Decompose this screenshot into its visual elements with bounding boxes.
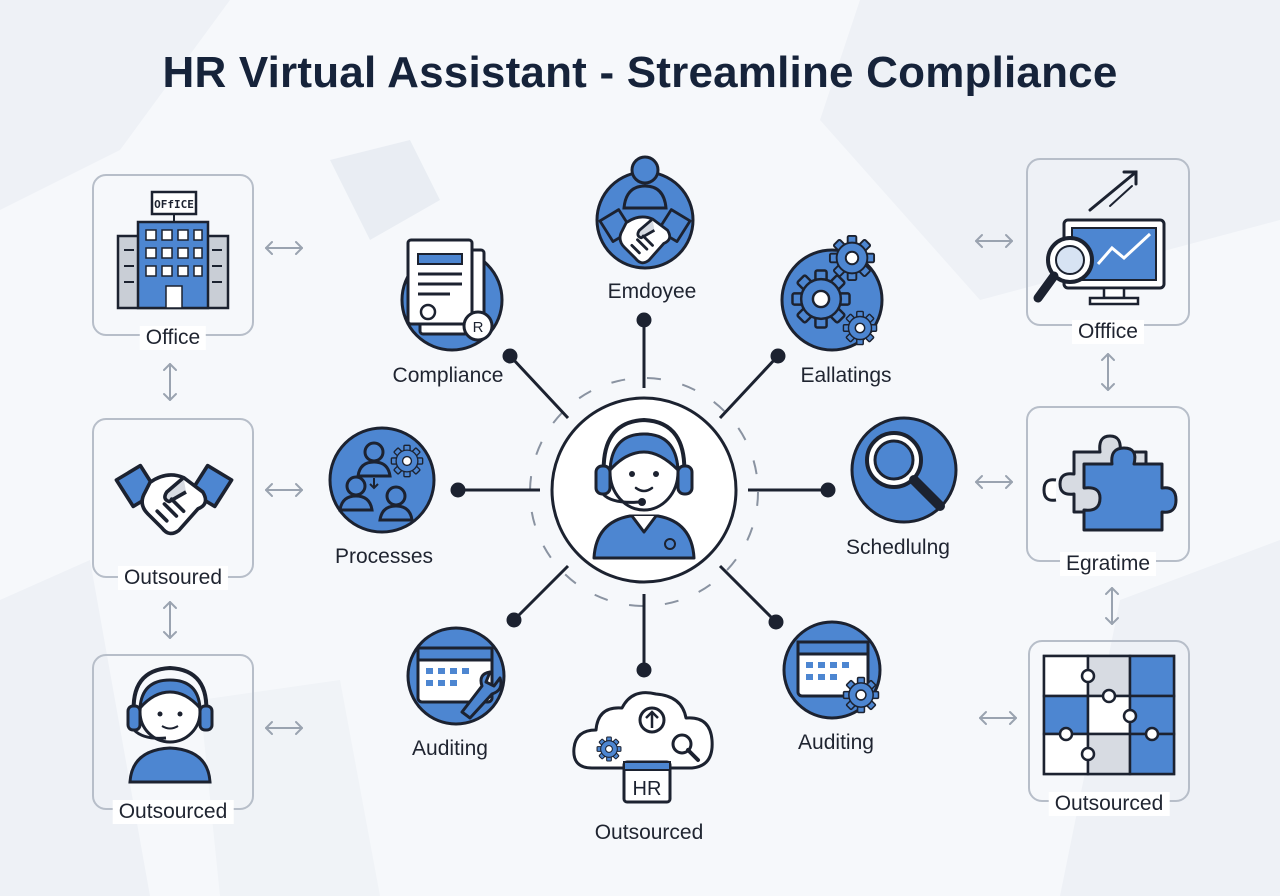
label-schedluing: Schedlulng [846,536,950,559]
left-box-outsoured[interactable]: Outsoured [92,418,254,590]
puzzle-grid-icon [1042,654,1176,776]
right-box-offfice[interactable]: Offfice [1026,158,1190,344]
node-schedluing[interactable] [850,416,958,524]
orbit-ring [529,377,759,607]
office-building-icon: OFfICE [116,190,230,310]
label-outsourced-bottom: Outsourced [594,821,704,844]
label-processes: Processes [334,545,434,568]
calendar-wrench-icon [416,646,503,720]
label-auditing-right: Auditing [798,731,874,754]
label-employee: Emdoyee [607,280,697,303]
puzzle-pieces-icon [1042,434,1178,532]
right-box-outsourced-label: Outsourced [1048,792,1170,816]
label-auditing-left: Auditing [412,737,488,760]
svg-text:R: R [473,319,484,336]
hr-cloud-icon: HR [572,691,714,804]
node-auditing-right[interactable] [782,620,882,720]
node-eallatings[interactable] [780,234,884,352]
left-box-office-label: Office [139,326,207,350]
office-sign: OFfICE [154,198,194,211]
center-hub[interactable] [550,396,738,584]
label-eallatings: Eallatings [800,364,892,387]
right-box-offfice-label: Offfice [1072,320,1144,344]
document-seal-icon: R [406,238,494,342]
left-box-outsourced[interactable]: Outsourced [92,654,254,824]
node-compliance[interactable]: R [400,238,504,352]
hr-badge: HR [633,778,662,800]
label-compliance: Compliance [392,364,504,387]
node-employee[interactable] [595,155,695,270]
left-box-office[interactable]: Office [92,174,254,350]
handshake-person-icon [598,155,692,265]
magnifier-icon [865,431,945,511]
node-auditing-left[interactable] [406,626,506,726]
right-box-egratime-label: Egratime [1059,552,1157,576]
team-gear-icon [338,441,414,522]
spokes [450,312,836,678]
left-box-outsoured-label: Outsoured [117,566,229,590]
node-outsourced-bottom[interactable]: HR [572,691,714,804]
right-box-outsourced[interactable]: Outsourced [1028,640,1190,816]
headset-agent-icon [592,417,696,560]
page-title: HR Virtual Assistant - Streamline Compli… [162,48,1118,97]
headset-person-icon [126,665,214,784]
node-processes[interactable] [328,426,436,534]
right-box-egratime[interactable]: Egratime [1026,406,1190,576]
monitor-analytics-icon [1033,170,1166,306]
left-box-outsourced-label: Outsourced [112,800,234,824]
